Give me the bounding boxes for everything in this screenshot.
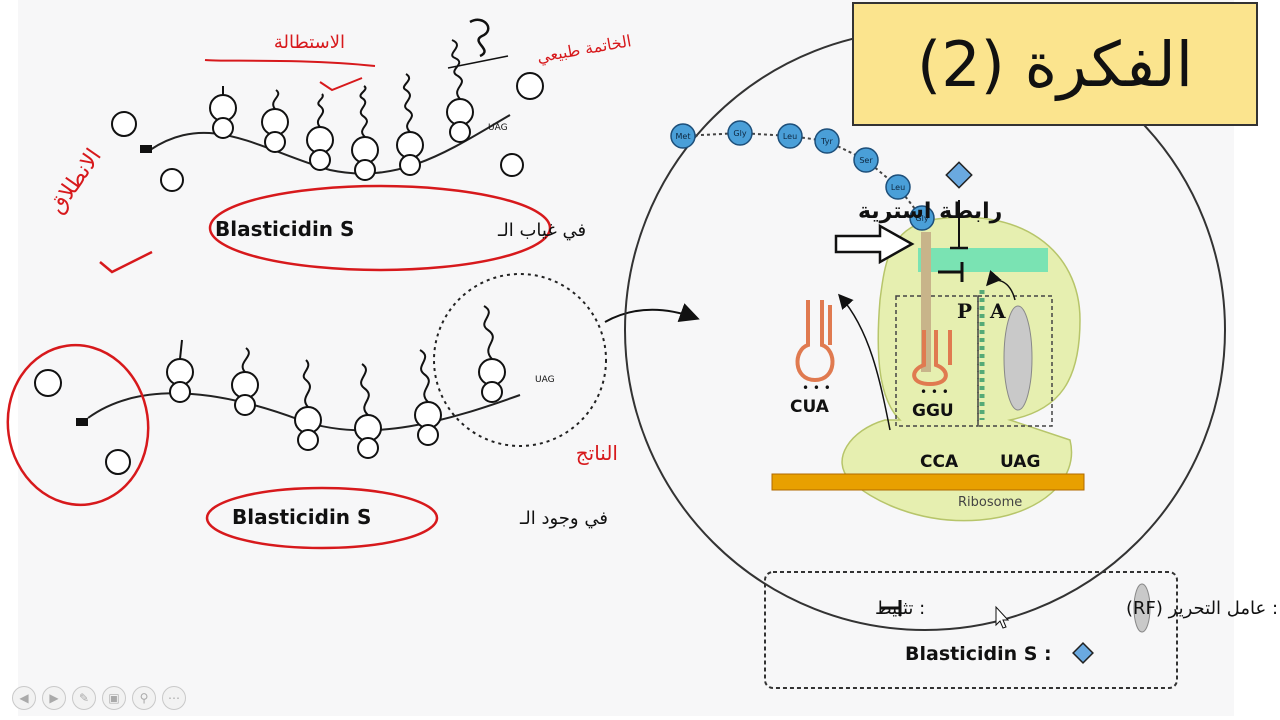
red-note-product: الناتج — [576, 441, 618, 465]
amino-acid-bead — [727, 120, 753, 146]
bottom-polypeptide-panel: UAG — [34, 305, 555, 475]
legend-release-factor: : عامل التحرير (RF) — [1126, 598, 1278, 619]
bottom-ribosome-group — [166, 358, 506, 459]
mrna-bar — [771, 473, 1085, 491]
legend-inhibition: : تثبيط — [875, 598, 925, 619]
title-banner: الفكرة (2) — [852, 2, 1258, 126]
top-caption-prefix: في غياب الـ — [497, 220, 586, 241]
trna-left-anticodon: CUA — [790, 397, 830, 417]
legend-diamond-icon — [1072, 642, 1094, 664]
red-circle-subunits — [6, 343, 150, 507]
ribosome-zoom-panel: P A • • • CUA • • • GGU CCA UAG Ribosome… — [624, 29, 1226, 631]
amino-acid-label: Leu — [783, 132, 797, 141]
top-polypeptide-chains — [222, 39, 463, 138]
pen-tool-button[interactable]: ✎ — [72, 686, 96, 710]
ribosome-label: Ribosome — [958, 495, 1022, 510]
amino-acid-bead — [777, 123, 803, 149]
amino-acid-label: Met — [676, 132, 691, 141]
slides-view-button[interactable]: ▣ — [102, 686, 126, 710]
zoom-arrow — [604, 303, 700, 323]
amino-acid-label: Ser — [859, 156, 873, 165]
release-arrow — [447, 55, 509, 69]
presentation-toolbar: ◀ ▶ ✎ ▣ ⚲ ⋯ — [12, 686, 186, 710]
site-p-label: P — [957, 299, 972, 323]
red-check-start — [99, 250, 153, 274]
bottom-polypeptide-chains — [179, 305, 494, 416]
trna-center-shape — [912, 330, 952, 387]
peptidyl-trna-stem — [921, 232, 931, 372]
bottom-stop-mark: UAG — [535, 375, 555, 385]
red-note-start: الانطلاق — [44, 144, 106, 218]
trna-left-shape — [795, 300, 835, 383]
top-caption-drug: Blasticidin S — [215, 217, 354, 241]
start-codon-mark — [140, 145, 152, 153]
prev-slide-button[interactable]: ◀ — [12, 686, 36, 710]
free-subunits — [111, 72, 544, 192]
trna-left-dots: • • • — [802, 381, 831, 395]
bottom-start-mark — [76, 418, 88, 426]
amino-acid-label: Gly — [733, 129, 746, 138]
bottom-caption-ellipse — [205, 486, 439, 550]
mrna-codon-1: CCA — [920, 452, 959, 472]
bottom-free-subunits — [34, 369, 131, 475]
amino-acid-bead — [909, 205, 935, 231]
red-note-end: الخاتمة طبيعي — [536, 31, 633, 67]
next-slide-button[interactable]: ▶ — [42, 686, 66, 710]
mrna-codon-2: UAG — [1000, 452, 1040, 472]
amino-acid-label: Tyr — [820, 137, 833, 146]
red-brace-elongation — [204, 59, 376, 67]
top-ribosome-group — [209, 94, 474, 181]
ester-bond-arrow — [834, 223, 915, 265]
red-note-elongation: الاستطالة — [274, 32, 345, 53]
blasticidin-diamond — [945, 161, 973, 189]
legend-drug: Blasticidin S : — [905, 643, 1052, 665]
more-options-button[interactable]: ⋯ — [162, 686, 186, 710]
zoom-dotted-circle — [433, 273, 607, 447]
trna-center-anticodon: GGU — [912, 401, 954, 421]
amino-acid-bead — [670, 123, 696, 149]
page-title: الفكرة (2) — [917, 27, 1193, 101]
trna-center-dots: • • • — [920, 385, 949, 399]
top-polypeptide-panel: UAG — [111, 18, 544, 192]
mouse-cursor — [995, 605, 1010, 629]
amino-acid-bead — [853, 147, 879, 173]
red-check-elongation — [319, 77, 363, 92]
bottom-caption-prefix: في وجود الـ — [519, 508, 608, 529]
rf-curve-arrow — [986, 270, 1016, 301]
top-caption-ellipse — [208, 184, 552, 272]
site-a-box — [977, 295, 1053, 427]
ribosome-cleft — [918, 248, 1048, 272]
amino-acid-label: Leu — [891, 183, 905, 192]
released-protein-coil — [469, 18, 490, 58]
site-a-label: A — [989, 299, 1006, 323]
stop-codon-mark: UAG — [488, 123, 508, 133]
legend-box: : عامل التحرير (RF) : تثبيط Blasticidin … — [764, 571, 1278, 689]
top-mrna-strand — [149, 114, 511, 175]
ester-bond-label: رابطة استرية — [858, 199, 1002, 224]
amino-acid-label: Gly — [915, 214, 928, 223]
release-factor-shape — [1003, 305, 1033, 411]
legend-rf-icon — [1133, 583, 1151, 633]
ribosome-body — [841, 216, 1081, 522]
legend-border — [764, 571, 1178, 689]
zoom-button[interactable]: ⚲ — [132, 686, 156, 710]
amino-acid-bead — [885, 174, 911, 200]
left-trna-curve — [838, 293, 891, 431]
amino-acid-bead — [814, 128, 840, 154]
bottom-caption-drug: Blasticidin S — [232, 505, 371, 529]
